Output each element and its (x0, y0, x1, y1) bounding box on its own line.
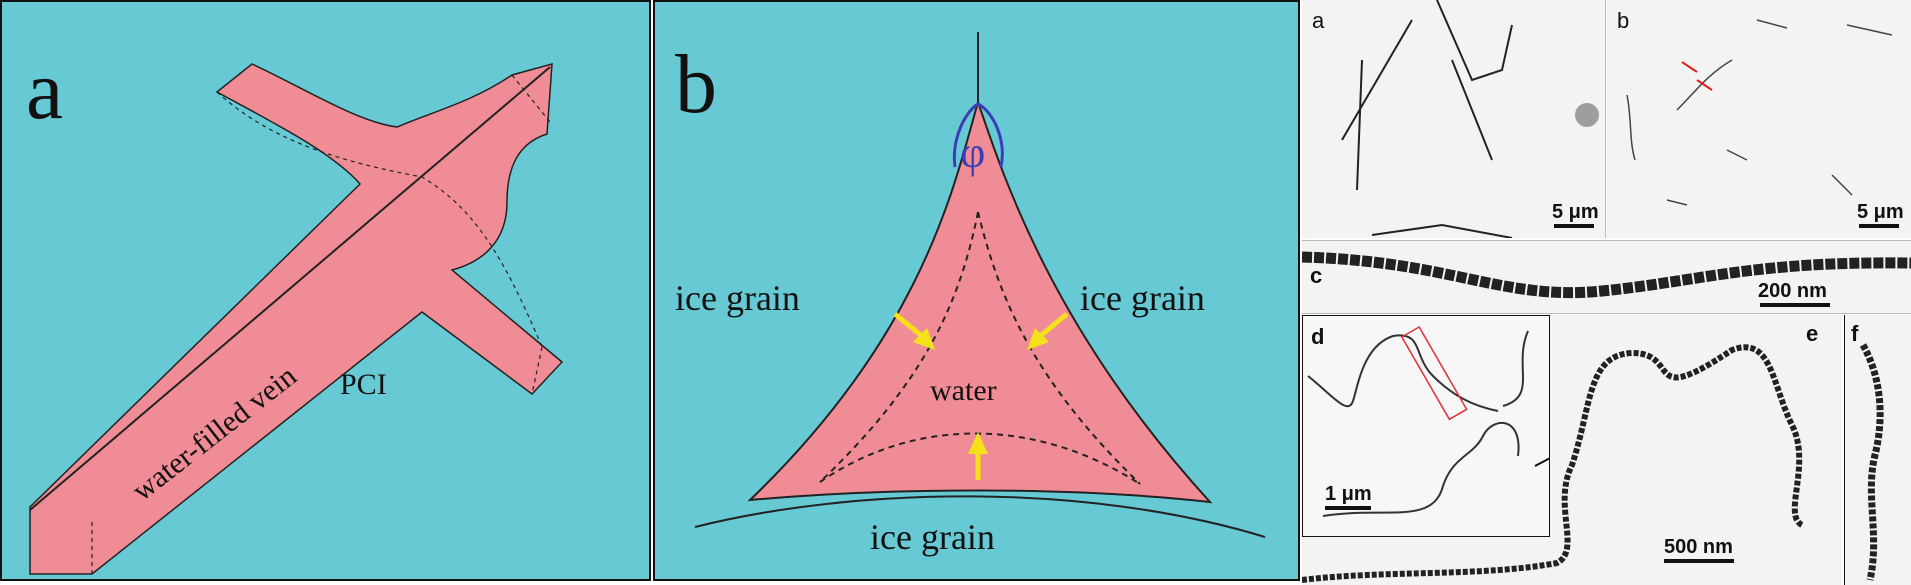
ice-grain-left-label: ice grain (675, 278, 800, 318)
tem-a-letter: a (1312, 8, 1325, 33)
angle-phi-label: φ (960, 128, 985, 177)
tem-e-scale-label: 500 nm (1664, 536, 1733, 558)
tem-panel-a: a 5 μm (1302, 0, 1606, 238)
tem-c-scale-label: 200 nm (1758, 280, 1827, 302)
arrow-right (1037, 312, 1069, 339)
red-arrows (1681, 61, 1713, 91)
arrow-left (893, 312, 925, 339)
hidden-edge-dashed (216, 91, 543, 348)
panel-b-junction-diagram: b φ ice grain ice grain ice grain water (653, 0, 1300, 581)
bottom-boundary (694, 495, 1266, 538)
tem-d-scale-label: 1 μm (1325, 483, 1372, 505)
arrow-right-head (1027, 328, 1049, 350)
nanowire-strands (1626, 19, 1893, 206)
water-filled-vein-shape (29, 62, 564, 575)
nanoparticle-chain (1302, 251, 1911, 299)
pointer-arrow (1534, 457, 1549, 467)
tem-b-letter: b (1617, 8, 1629, 33)
nanowire-strands (1307, 330, 1529, 517)
panel-b-letter: b (675, 38, 717, 131)
tem-f-svg: f (1851, 321, 1884, 581)
tem-panel-f: f (1844, 315, 1911, 585)
tem-panel-b: b 5 μm (1607, 0, 1911, 238)
hidden-end-dashed (91, 74, 551, 574)
ice-grain-right-label: ice grain (1080, 278, 1205, 318)
selection-box (1400, 326, 1468, 421)
water-label: water (930, 374, 997, 407)
tem-e-svg: e 500 nm (1302, 321, 1818, 583)
tem-e-scalebar (1664, 559, 1734, 563)
nanoparticle-chain (1859, 343, 1884, 581)
tem-c-svg: c 200 nm (1302, 251, 1911, 307)
inner-dashed-boundary (819, 211, 1141, 485)
arrow-bottom-head (968, 432, 988, 454)
tem-e-letter: e (1806, 321, 1818, 346)
junction-diagram-svg: b φ ice grain ice grain ice grain water (675, 32, 1266, 557)
tem-a-scale-label: 5 μm (1552, 201, 1599, 223)
tem-panel-c: c 200 nm (1302, 240, 1911, 314)
tem-d-scalebar (1325, 506, 1371, 510)
tem-b-svg: b 5 μm (1617, 8, 1904, 228)
tem-b-scalebar (1859, 224, 1899, 228)
tem-b-scale-label: 5 μm (1857, 201, 1904, 223)
pci-label: PCI (340, 368, 387, 401)
tem-c-scalebar (1760, 303, 1830, 307)
tem-c-letter: c (1310, 263, 1322, 288)
vein-diagram-svg: a water-filled vein PCI (26, 44, 564, 575)
tem-d-letter: d (1311, 324, 1324, 349)
panel-a-vein-diagram: a water-filled vein PCI (0, 0, 651, 581)
particle-cluster (1575, 103, 1599, 127)
vein-ridge-line (29, 66, 551, 511)
tem-a-svg: a 5 μm (1312, 0, 1599, 238)
water-pocket-shape (747, 98, 1213, 504)
panel-a-letter: a (26, 44, 63, 137)
dihedral-angle-arc (952, 102, 1004, 168)
nanowire-strands (1341, 0, 1513, 238)
arrow-left-head (913, 328, 935, 350)
tem-d-svg: d 1 μm (1307, 324, 1549, 517)
tem-panel-d: d 1 μm (1302, 315, 1550, 537)
tem-f-letter: f (1851, 321, 1859, 346)
yellow-arrows (893, 312, 1069, 480)
ice-grain-bottom-label: ice grain (870, 517, 995, 557)
tem-a-scalebar (1554, 224, 1594, 228)
